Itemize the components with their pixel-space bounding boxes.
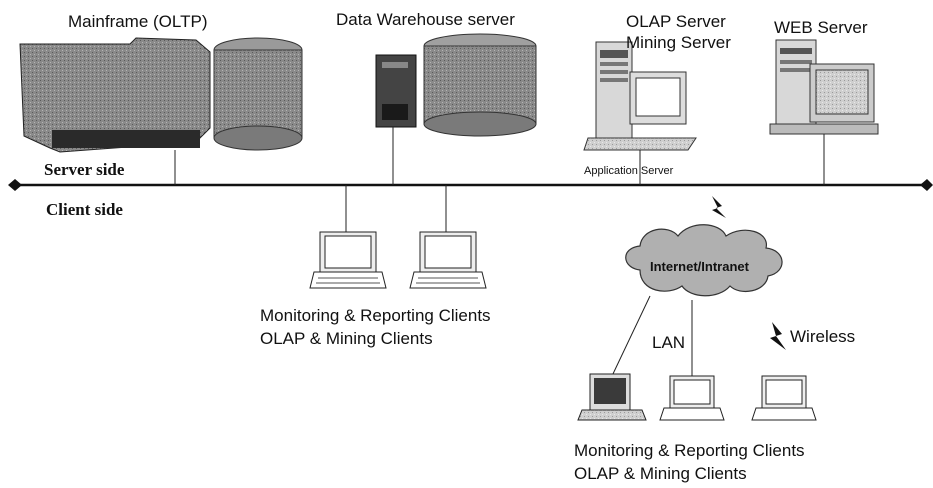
clients-top-line2: OLAP & Mining Clients [260, 329, 433, 348]
mainframe-icon [19, 37, 303, 153]
clients-bottom-line1: Monitoring & Reporting Clients [574, 441, 805, 460]
data-warehouse-label: Data Warehouse server [336, 10, 515, 29]
desktop-client-icon [577, 373, 647, 421]
wireless-label: Wireless [790, 327, 856, 346]
data-warehouse-icon [375, 33, 537, 137]
server-client-divider [8, 179, 933, 191]
web-server-icon [769, 39, 879, 135]
client-side-label: Client side [46, 200, 123, 219]
lightning-icon [770, 322, 786, 350]
mining-server-label: Mining Server [626, 33, 731, 52]
server-side-label: Server side [44, 160, 125, 179]
mainframe-label: Mainframe (OLTP) [68, 12, 208, 31]
laptop-icon [751, 375, 817, 421]
lan-connectors [611, 295, 693, 377]
application-server-icon [583, 41, 697, 151]
lightning-icon [712, 196, 726, 218]
clients-bottom-line2: OLAP & Mining Clients [574, 464, 747, 483]
cloud-icon [625, 224, 783, 297]
internet-label: Internet/Intranet [650, 259, 749, 274]
clients-top-line1: Monitoring & Reporting Clients [260, 306, 491, 325]
laptop-icon [409, 231, 487, 289]
server-connectors [174, 127, 825, 232]
olap-server-label: OLAP Server [626, 12, 726, 31]
lan-label: LAN [652, 333, 686, 352]
web-server-label: WEB Server [774, 18, 868, 37]
application-server-label: Application Server [584, 165, 674, 177]
laptop-icon [309, 231, 387, 289]
laptop-icon [659, 375, 725, 421]
